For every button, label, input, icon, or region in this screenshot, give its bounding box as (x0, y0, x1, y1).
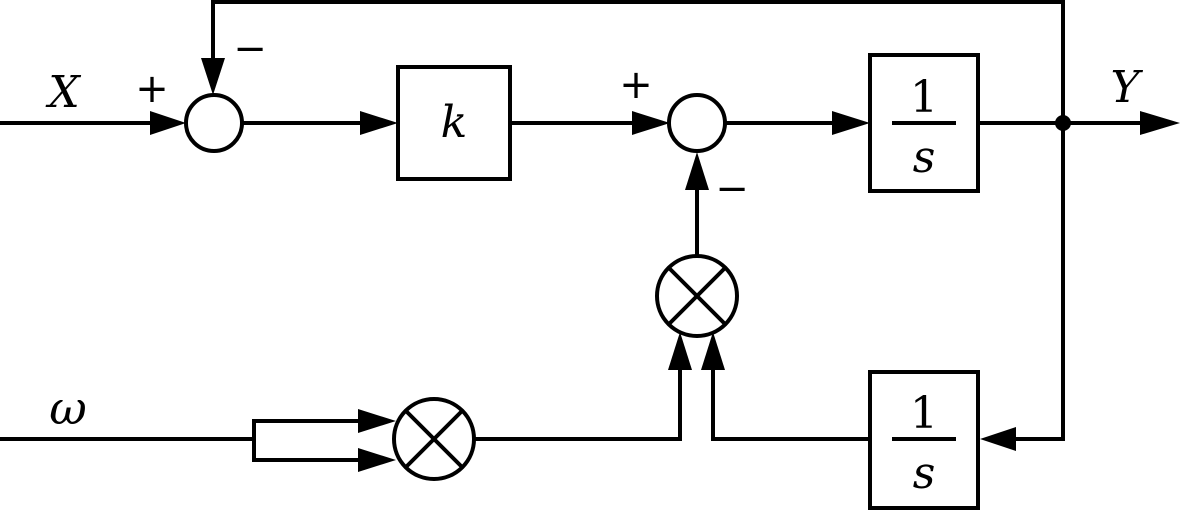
integrator-top-denominator: s (913, 132, 936, 183)
arrow-into-sum2 (632, 111, 670, 135)
wire-y-to-bottom-integrator (1010, 123, 1065, 441)
arrow-into-lower-mult-top (358, 409, 396, 433)
arrow-into-gain (360, 111, 398, 135)
arrow-into-sum2-from-mult (685, 152, 709, 190)
arrow-output-y (1140, 111, 1180, 135)
wire-omega-split (252, 419, 364, 462)
wire-bottom-integrator-to-mult (711, 368, 868, 441)
signal-label-omega: ω (49, 381, 87, 435)
summing-junction-1 (184, 93, 244, 153)
signal-label-y: Y (1110, 62, 1143, 113)
summing-junction-2 (667, 93, 727, 153)
arrow-into-lower-mult-bottom (358, 448, 396, 472)
sign-sum1-plus: + (135, 66, 169, 112)
arrow-into-integrator-bottom (980, 427, 1016, 451)
gain-label: k (441, 97, 468, 148)
wire-lower-mult-to-upper-mult (474, 368, 682, 441)
arrow-into-mult-left (668, 332, 692, 370)
arrow-into-mult-right (701, 332, 725, 370)
signal-label-x: X (45, 67, 81, 118)
sign-sum2-minus: − (715, 166, 749, 212)
integrator-block-top: 1 s (868, 53, 980, 193)
sign-sum1-minus: − (233, 26, 267, 72)
arrow-into-sum1 (150, 111, 186, 135)
multiplier-upper (655, 254, 739, 338)
arrowheads (150, 58, 1180, 472)
arrow-into-integrator-top (832, 111, 870, 135)
integrator-top-numerator: 1 (910, 72, 938, 123)
arrow-feedback-into-sum1 (201, 58, 225, 95)
pickoff-junction-dot (1055, 115, 1071, 131)
integrator-block-bottom: 1 s (868, 370, 980, 510)
gain-block: k (396, 65, 512, 181)
sign-sum2-plus: + (619, 62, 653, 108)
multiplier-lower (392, 397, 476, 481)
integrator-bottom-denominator: s (913, 448, 936, 499)
wire-outer-feedback (211, 0, 1065, 123)
integrator-bottom-numerator: 1 (910, 388, 938, 439)
